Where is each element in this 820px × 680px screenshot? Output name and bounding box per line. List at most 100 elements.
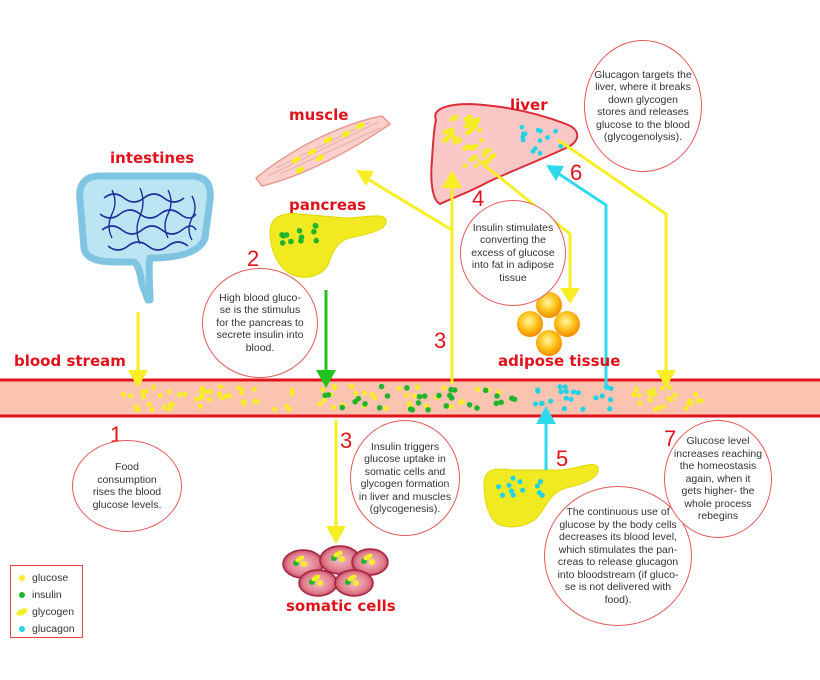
- legend-label: insulin: [32, 588, 62, 601]
- explanation-bubble-6: Glucagon targets the liver, where it bre…: [584, 40, 702, 172]
- insulin-dot: [447, 392, 453, 399]
- glycogen-granule: [482, 147, 492, 155]
- glycogen-granule: [291, 156, 301, 164]
- glucagon-dot: [568, 396, 574, 402]
- glucagon-dot: [599, 393, 605, 399]
- glycogen-granule: [363, 553, 373, 561]
- insulin-dot: [425, 407, 431, 413]
- glucagon-dot: [520, 487, 526, 493]
- glucose-dot: [693, 391, 699, 397]
- explanation-bubble-3: Insulin triggers glucose uptake in somat…: [350, 420, 460, 536]
- legend-item-insulin: insulin: [15, 586, 82, 603]
- glycogen-granule: [323, 136, 333, 144]
- label-adipose-tissue: adipose tissue: [498, 352, 621, 370]
- glycogen-granule: [470, 117, 481, 125]
- insulin-dot: [436, 392, 442, 399]
- glucose-dot: [182, 391, 188, 397]
- glucose-dot: [197, 403, 203, 409]
- glucose-dot: [321, 397, 327, 403]
- glucose-dot: [666, 396, 672, 402]
- insulin-dot: [509, 395, 515, 402]
- glucose-dot: [272, 406, 278, 412]
- glucagon-dot: [508, 488, 514, 494]
- glycogen-granule: [442, 128, 452, 135]
- glucagon-dot: [607, 406, 613, 412]
- green-dot-icon: [15, 591, 29, 599]
- glucose-dot: [474, 163, 479, 168]
- glucagon-dot: [496, 484, 502, 490]
- insulin-dot: [296, 228, 303, 234]
- glucose-dot: [653, 406, 659, 413]
- glucose-dot: [199, 385, 205, 391]
- explanation-bubble-1: Food consumption rises the blood glucose…: [72, 440, 182, 532]
- glucose-dot: [219, 395, 225, 401]
- pancreas-glucagon: [496, 475, 545, 498]
- glucagon-dot: [563, 395, 569, 401]
- glucose-dot: [167, 401, 173, 407]
- bubble-5-text: The continuous use of glucose by the bod…: [557, 506, 679, 606]
- glucose-dot: [135, 407, 141, 413]
- glucose-dot: [317, 580, 323, 586]
- glucose-dot: [177, 392, 183, 398]
- glycogen-granule: [307, 148, 317, 156]
- glucagon-dot: [553, 128, 558, 134]
- glycogen-granule: [341, 130, 351, 138]
- glucagon-dot: [532, 146, 538, 152]
- insulin-dot: [352, 399, 358, 405]
- adipose-illustration: [517, 292, 580, 356]
- glucose-dot: [406, 401, 412, 407]
- step-number-3-somatic: 3: [340, 428, 353, 453]
- glucagon-dot: [557, 384, 563, 390]
- insulin-dot: [482, 387, 489, 394]
- glycogen-granule: [347, 574, 357, 582]
- glycogen-granule: [468, 124, 478, 131]
- glucagon-dot: [562, 384, 568, 390]
- glucose-dot: [448, 404, 454, 410]
- glucose-dot: [651, 387, 657, 393]
- glucagon-dot: [519, 124, 525, 130]
- glucose-dot: [301, 561, 307, 567]
- glucagon-dot: [593, 395, 599, 401]
- glycogen-granule: [315, 154, 325, 162]
- glucose-dot: [239, 390, 245, 396]
- insulin-dot: [451, 387, 458, 393]
- insulin-dot: [421, 393, 428, 399]
- glucose-dot: [251, 386, 257, 392]
- glucose-dot: [353, 390, 359, 396]
- somatic-cells-molecules: [293, 550, 375, 586]
- bubble-1-text: Food consumption rises the blood glucose…: [92, 461, 162, 511]
- glucose-dot: [383, 405, 389, 411]
- insulin-dot: [404, 385, 410, 391]
- glucagon-dot: [517, 479, 523, 485]
- glucose-dot: [412, 393, 418, 399]
- glycogen-granule: [441, 136, 451, 143]
- glucose-dot: [369, 392, 375, 398]
- bubble-2-text: High blood gluco- se is the stimulus for…: [216, 291, 304, 354]
- glucose-dot: [127, 393, 134, 399]
- legend: glucose insulin glycogen glucagon: [10, 565, 83, 638]
- glucagon-dot: [607, 397, 614, 403]
- insulin-dot: [322, 392, 328, 399]
- glucose-dot: [472, 145, 478, 150]
- intestines-illustration: [76, 172, 214, 304]
- glycogen-granule: [333, 550, 343, 558]
- flow-arrows: [128, 138, 676, 544]
- muscle-illustration: [254, 115, 392, 187]
- glucose-dot: [120, 392, 126, 398]
- glucose-dot: [683, 405, 689, 411]
- explanation-bubble-4: Insulin stimulates converting the excess…: [460, 200, 566, 306]
- glucose-dot: [698, 398, 704, 404]
- glycogen-granule: [295, 555, 305, 563]
- yellow-dot-icon: [15, 574, 29, 582]
- blood-molecules: [120, 383, 704, 413]
- glucagon-dot: [561, 406, 568, 412]
- glucose-dot: [477, 127, 483, 133]
- glucose-dot: [645, 389, 651, 395]
- glucose-dot: [223, 394, 229, 400]
- legend-item-glucose: glucose: [15, 569, 82, 586]
- step-number-3-liver: 3: [434, 328, 447, 353]
- glucose-dot: [331, 404, 337, 410]
- glucose-dot: [462, 163, 468, 169]
- label-intestines: intestines: [110, 149, 195, 167]
